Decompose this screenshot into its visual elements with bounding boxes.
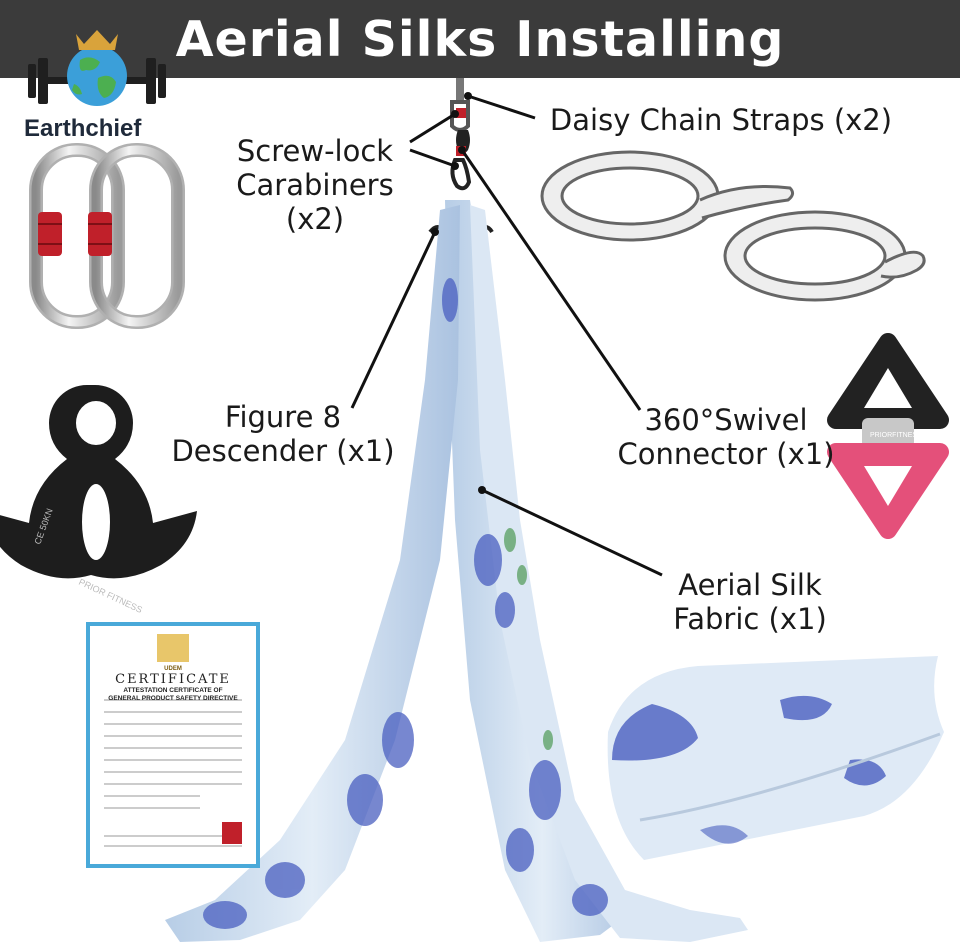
brand-name: Earthchief bbox=[24, 115, 142, 142]
figure8-brand: PRIOR FITNESS bbox=[77, 577, 144, 615]
udem-seal-icon bbox=[157, 634, 189, 662]
cert-seal: UDEM bbox=[164, 666, 182, 672]
cert-subtitle-2: GENERAL PRODUCT SAFETY DIRECTIVE bbox=[108, 695, 238, 702]
leader-lines bbox=[350, 94, 663, 577]
figure8-descender-icon bbox=[0, 385, 197, 579]
udem-stamp-icon bbox=[222, 822, 242, 844]
swivel-connector-icon bbox=[827, 333, 949, 539]
label-fabric: Aerial Silk Fabric (x1) bbox=[673, 568, 827, 636]
earthchief-logo-icon bbox=[28, 30, 166, 106]
screw-lock-carabiners-icon bbox=[29, 143, 185, 329]
folded-silk-fabric-icon bbox=[607, 656, 944, 860]
label-daisy-chain: Daisy Chain Straps (x2) bbox=[549, 103, 893, 137]
aerial-silk-fabric bbox=[165, 200, 748, 942]
safety-certificate bbox=[86, 622, 260, 868]
label-carabiners: Screw-lock Carabiners (x2) bbox=[236, 134, 394, 236]
swivel-brand: PRIORFITNESS bbox=[870, 432, 922, 439]
cert-subtitle-1: ATTESTATION CERTIFICATE OF bbox=[123, 687, 222, 694]
carabiner-top-icon bbox=[450, 100, 470, 132]
page-title: Aerial Silks Installing bbox=[175, 11, 785, 68]
figure8-hang-icon bbox=[450, 158, 472, 191]
daisy-chain-straps-icon bbox=[540, 150, 926, 302]
label-figure8: Figure 8 Descender (x1) bbox=[171, 400, 395, 468]
cert-title: CERTIFICATE bbox=[115, 672, 231, 687]
label-swivel: 360°Swivel Connector (x1) bbox=[617, 403, 835, 471]
